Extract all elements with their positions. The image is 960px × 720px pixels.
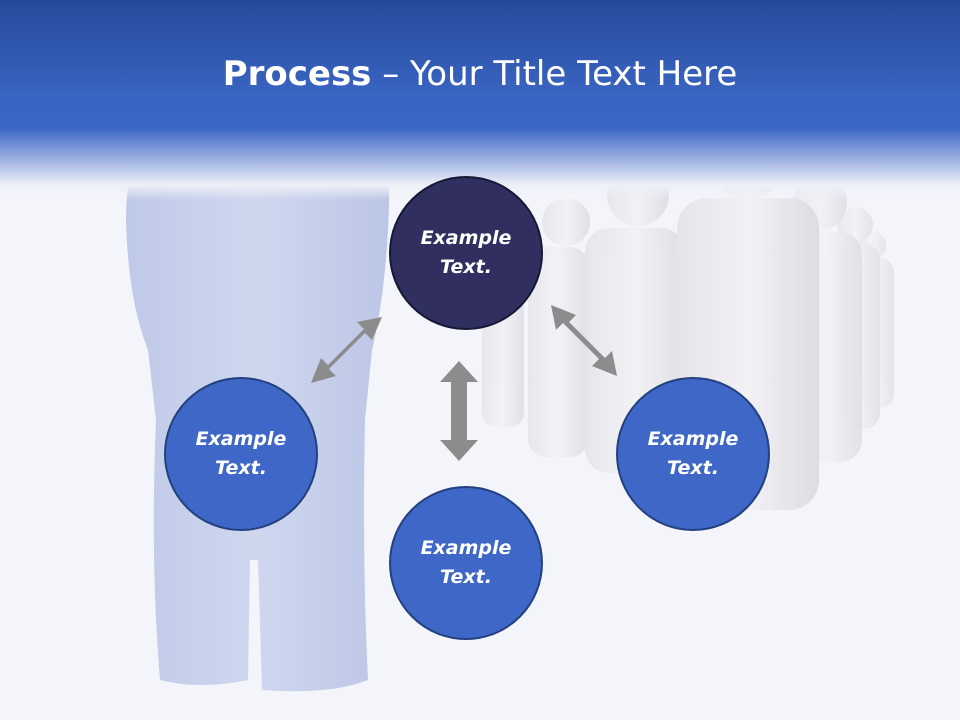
title-bold: Process (222, 54, 372, 94)
node-left-line1: Example (195, 428, 287, 450)
node-left-line2: Text. (215, 457, 267, 479)
slide-title: Process – Your Title Text Here (0, 52, 960, 96)
node-right-line1: Example (647, 428, 739, 450)
title-bar (0, 0, 960, 200)
node-right-line2: Text. (667, 457, 719, 479)
node-bottom-line1: Example (420, 537, 512, 559)
node-top-line1: Example (420, 227, 512, 249)
title-rest: – Your Title Text Here (371, 54, 738, 94)
node-bottom-line2: Text. (440, 566, 492, 588)
node-top-line2: Text. (440, 256, 492, 278)
